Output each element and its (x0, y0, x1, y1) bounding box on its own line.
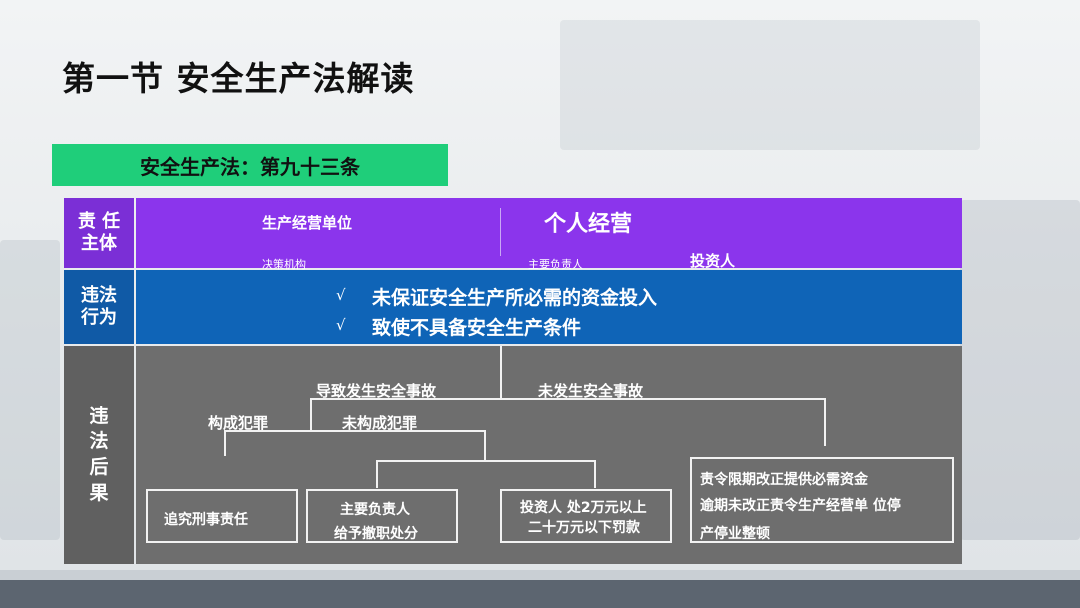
page-title: 第一节 安全生产法解读 (62, 52, 415, 100)
bottom-band (0, 580, 1080, 608)
consequence-row: 导致发生安全事故 未发生安全事故 构成犯罪 未构成犯罪 追究刑事责任 主要负责人… (136, 346, 962, 564)
row-label-behavior: 违法 行为 (64, 270, 134, 344)
tree-line (376, 460, 378, 488)
crime-label: 构成犯罪 (208, 412, 268, 433)
personal-label: 个人经营 (544, 206, 632, 238)
investor-fine-box: 投资人 处2万元以上 二十万元以下罚款 (500, 489, 672, 543)
behavior-line-1: 未保证安全生产所必需的资金投入 (372, 283, 657, 310)
box-text: 投资人 处2万元以上 (520, 497, 647, 517)
tree-line (224, 430, 226, 456)
rectification-box: 责令限期改正提供必需资金 逾期未改正责令生产经营单 位停 产停业整顿 (690, 457, 954, 543)
behavior-row: √ 未保证安全生产所必需的资金投入 √ 致使不具备安全生产条件 (136, 270, 962, 344)
principal-penalty-box: 主要负责人 给予撤职处分 (306, 489, 458, 543)
subject-row: 生产经营单位 决策机构 个人经营 主要负责人 投资人 (136, 198, 962, 268)
box-text: 主要负责人 (340, 499, 410, 519)
behavior-line-2: 致使不具备安全生产条件 (372, 313, 581, 340)
no-accident-label: 未发生安全事故 (538, 380, 643, 401)
unit-label: 生产经营单位 (262, 212, 352, 233)
tree-line (376, 460, 596, 462)
background-decoration (0, 240, 60, 540)
tree-line (500, 346, 502, 398)
tree-line (824, 398, 826, 446)
accident-label: 导致发生安全事故 (316, 380, 436, 401)
no-crime-label: 未构成犯罪 (342, 412, 417, 433)
divider (500, 208, 501, 256)
box-text: 给予撤职处分 (334, 523, 418, 543)
check-icon: √ (336, 316, 346, 334)
box-text: 产停业整顿 (700, 523, 770, 543)
row-label-consequence: 违 法 后 果 (64, 346, 134, 564)
row-label-subject: 责 任 主体 (64, 198, 134, 268)
section-tag: 安全生产法：第九十三条 (52, 144, 448, 186)
investor-label: 投资人 (690, 250, 735, 271)
box-text: 二十万元以下罚款 (528, 517, 640, 537)
background-decoration (960, 200, 1080, 540)
criminal-liability-box: 追究刑事责任 (146, 489, 298, 543)
box-text: 责令限期改正提供必需资金 (700, 469, 868, 489)
background-decoration (0, 570, 1080, 580)
background-decoration (560, 20, 980, 150)
tree-line (484, 430, 486, 460)
box-text: 逾期未改正责令生产经营单 位停 (700, 495, 901, 515)
box-text: 追究刑事责任 (164, 509, 248, 529)
tree-line (594, 460, 596, 488)
tree-line (310, 398, 312, 430)
check-icon: √ (336, 286, 346, 304)
